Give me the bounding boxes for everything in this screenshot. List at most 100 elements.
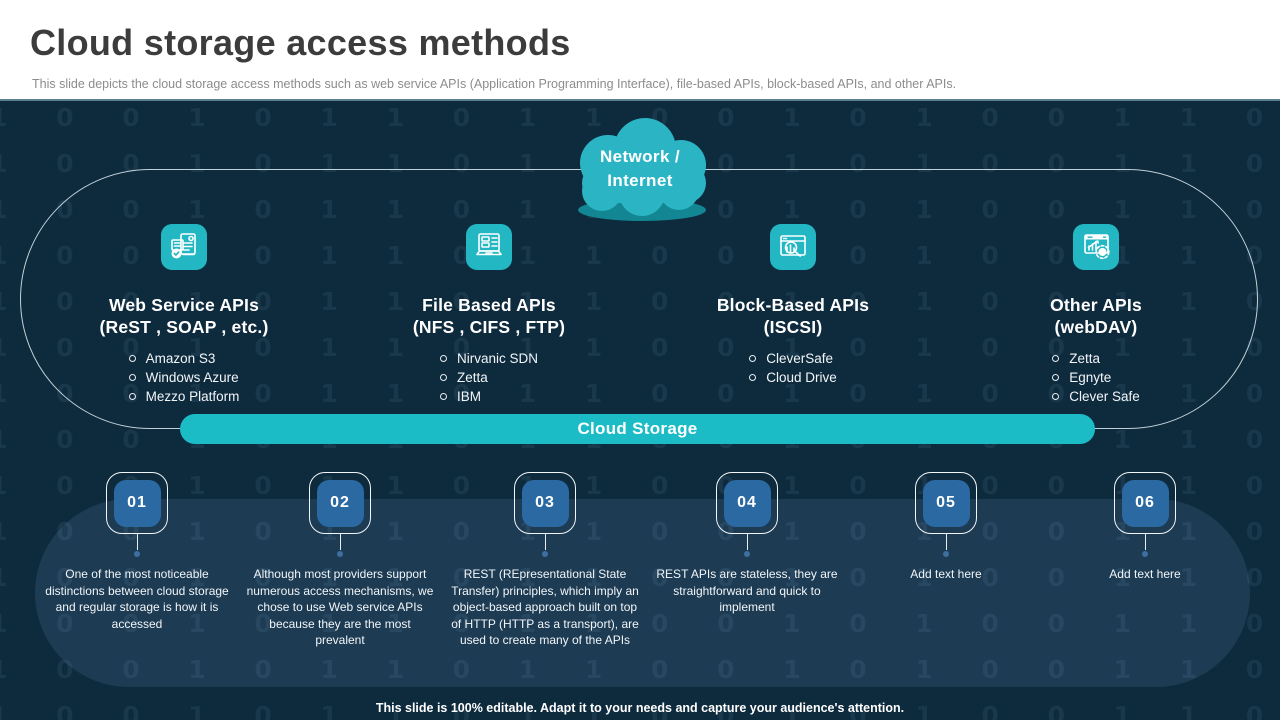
list-item-label: Egnyte xyxy=(1069,370,1112,385)
column-title: File Based APIs (NFS , CIFS , FTP) xyxy=(413,294,565,338)
step-text: Add text here xyxy=(910,567,982,581)
list-item: IBM xyxy=(439,387,538,406)
list-item: Zetta xyxy=(1052,349,1140,368)
cloud-label-line1: Network / xyxy=(599,147,681,166)
search-chart-icon xyxy=(770,224,816,270)
circle-bullet-icon xyxy=(1052,374,1060,381)
list-item: Clever Safe xyxy=(1052,387,1140,406)
step-text: Add text here xyxy=(1109,567,1181,581)
column-title-line1: File Based APIs xyxy=(422,295,556,315)
list-item-label: Nirvanic SDN xyxy=(456,351,538,366)
circle-bullet-icon xyxy=(1052,393,1060,400)
column-title: Other APIs (webDAV) xyxy=(1050,294,1142,338)
step-number-box: 05 xyxy=(915,472,977,534)
connector-dot xyxy=(337,551,343,557)
list-item-label: Cloud Drive xyxy=(766,370,837,385)
cloud-label-line2: Internet xyxy=(607,171,673,190)
column-list: Amazon S3 Windows Azure Mezzo Platform xyxy=(128,349,240,406)
column-title-line1: Block-Based APIs xyxy=(716,295,870,315)
step-number-box: 03 xyxy=(514,472,576,534)
step-02: 02 Although most providers support numer… xyxy=(240,472,440,649)
cloud-storage-label: Cloud Storage xyxy=(577,419,698,438)
connector-dot xyxy=(542,551,548,557)
circle-bullet-icon xyxy=(439,393,447,400)
connector-line xyxy=(945,534,947,550)
step-text: REST APIs are stateless, they are straig… xyxy=(656,567,838,614)
api-column-other: Other APIs (webDAV) Zetta Egnyte Clever … xyxy=(976,224,1216,406)
api-column-block-based: Block-Based APIs (ISCSI) CleverSafe Clou… xyxy=(673,224,913,387)
step-number-box: 01 xyxy=(106,472,168,534)
step-05: 05 Add text here xyxy=(846,472,1046,583)
column-title-line1: Other APIs xyxy=(1050,295,1142,315)
circle-bullet-icon xyxy=(1052,355,1060,362)
step-number: 01 xyxy=(113,479,161,527)
slide-header: Cloud storage access methods This slide … xyxy=(0,0,1280,99)
cloud-icon xyxy=(578,118,706,221)
step-number: 06 xyxy=(1121,479,1169,527)
document-check-icon xyxy=(161,224,207,270)
column-title-line2: (webDAV) xyxy=(1054,317,1138,337)
column-title: Block-Based APIs (ISCSI) xyxy=(717,294,869,338)
column-title-line2: (ISCSI) xyxy=(763,317,823,337)
step-number-box: 06 xyxy=(1114,472,1176,534)
column-title: Web Service APIs (ReST , SOAP , etc.) xyxy=(100,294,269,338)
connector-line xyxy=(746,534,748,550)
column-title-line2: (ReST , SOAP , etc.) xyxy=(99,317,269,337)
list-item: Nirvanic SDN xyxy=(439,349,538,368)
circle-bullet-icon xyxy=(749,355,757,362)
connector-dot xyxy=(744,551,750,557)
column-list: Zetta Egnyte Clever Safe xyxy=(1052,349,1140,406)
list-item-label: Zetta xyxy=(456,370,488,385)
page-subtitle: This slide depicts the cloud storage acc… xyxy=(32,77,957,91)
column-list: Nirvanic SDN Zetta IBM xyxy=(439,349,538,406)
step-number: 02 xyxy=(316,479,364,527)
step-number: 04 xyxy=(723,479,771,527)
list-item: Amazon S3 xyxy=(128,349,240,368)
column-list: CleverSafe Cloud Drive xyxy=(749,349,837,387)
page-title: Cloud storage access methods xyxy=(30,22,571,63)
connector-line xyxy=(1144,534,1146,550)
connector-line xyxy=(544,534,546,550)
cloud-storage-bar: Cloud Storage xyxy=(180,414,1095,444)
step-06: 06 Add text here xyxy=(1045,472,1245,583)
step-03: 03 REST (REpresentational State Transfer… xyxy=(445,472,645,649)
step-text: Although most providers support numerous… xyxy=(246,567,434,647)
column-title-line1: Web Service APIs xyxy=(108,295,260,315)
bottom-panel xyxy=(35,499,1250,687)
circle-bullet-icon xyxy=(439,374,447,381)
step-number: 05 xyxy=(922,479,970,527)
connector-dot xyxy=(943,551,949,557)
step-number-box: 04 xyxy=(716,472,778,534)
list-item-label: Windows Azure xyxy=(145,370,239,385)
connector-line xyxy=(339,534,341,550)
step-text: One of the most noticeable distinctions … xyxy=(45,567,229,631)
connector-line xyxy=(136,534,138,550)
step-04: 04 REST APIs are stateless, they are str… xyxy=(647,472,847,616)
api-column-web-service: Web Service APIs (ReST , SOAP , etc.) Am… xyxy=(64,224,304,406)
circle-bullet-icon xyxy=(128,355,136,362)
list-item-label: IBM xyxy=(456,389,481,404)
circle-bullet-icon xyxy=(749,374,757,381)
list-item-label: Clever Safe xyxy=(1069,389,1140,404)
step-01: 01 One of the most noticeable distinctio… xyxy=(37,472,237,632)
step-number-box: 02 xyxy=(309,472,371,534)
circle-bullet-icon xyxy=(439,355,447,362)
list-item: Zetta xyxy=(439,368,538,387)
connector-dot xyxy=(134,551,140,557)
connector-dot xyxy=(1142,551,1148,557)
circle-bullet-icon xyxy=(128,393,136,400)
circle-bullet-icon xyxy=(128,374,136,381)
network-cloud: Network / Internet xyxy=(548,111,732,223)
list-item-label: CleverSafe xyxy=(766,351,834,366)
list-item: Cloud Drive xyxy=(749,368,837,387)
list-item-label: Amazon S3 xyxy=(145,351,216,366)
step-text: REST (REpresentational State Transfer) p… xyxy=(451,567,639,647)
column-title-line2: (NFS , CIFS , FTP) xyxy=(412,317,566,337)
list-item: Windows Azure xyxy=(128,368,240,387)
list-item-label: Mezzo Platform xyxy=(145,389,240,404)
list-item-label: Zetta xyxy=(1069,351,1100,366)
chart-gear-icon xyxy=(1073,224,1119,270)
slide-body: 1 0 0 1 0 1 1 0 1 1 0 0 1 0 1 0 0 1 1 0 … xyxy=(0,99,1280,720)
footer-note: This slide is 100% editable. Adapt it to… xyxy=(375,701,905,715)
